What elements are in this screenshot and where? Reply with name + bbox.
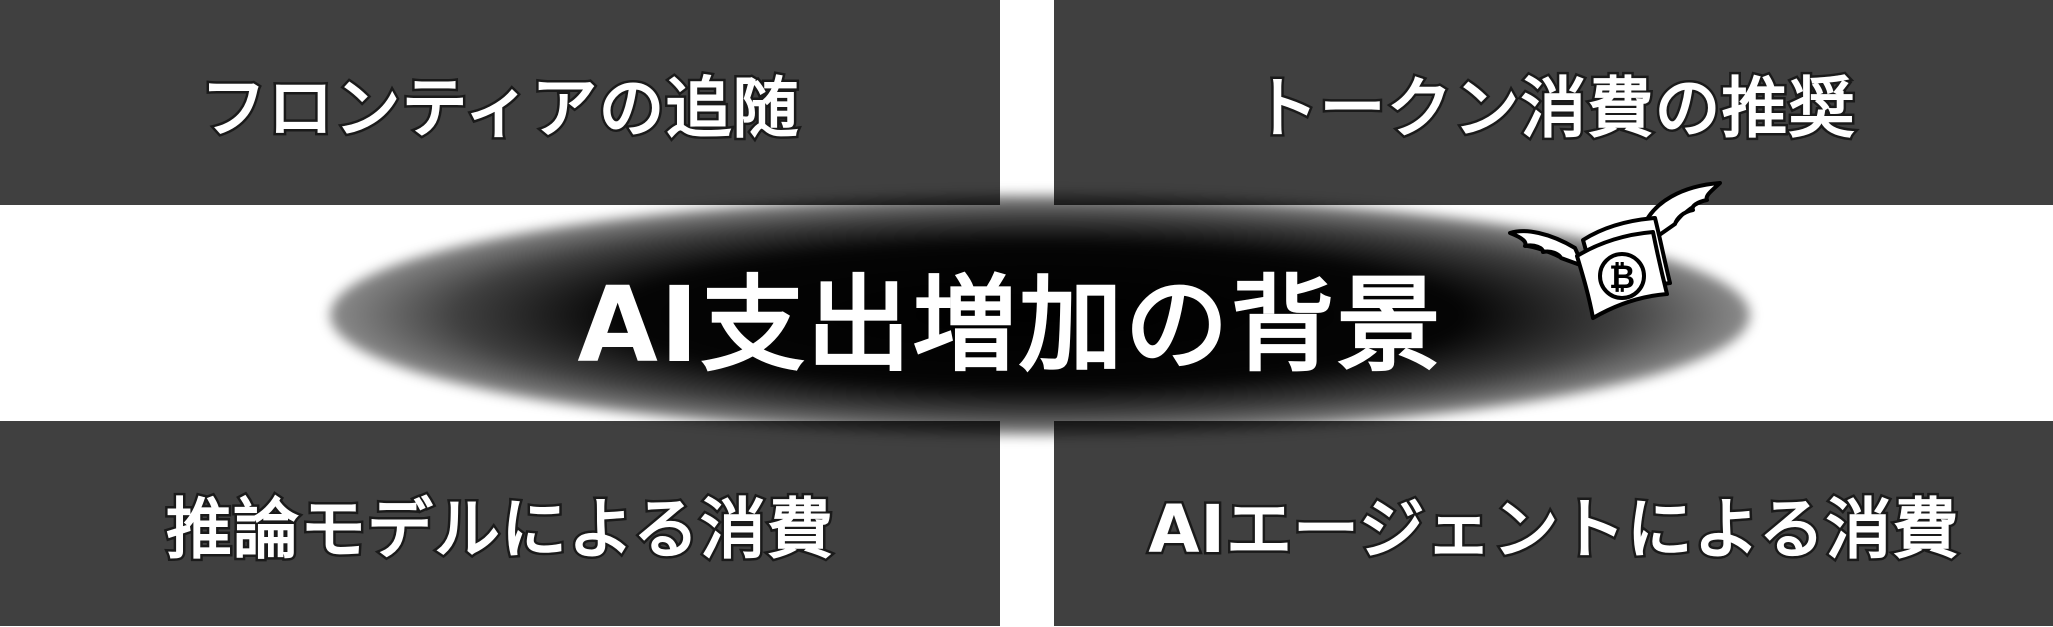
- bottom-left-box: 推論モデルによる消費: [0, 421, 1000, 626]
- svg-text:₿: ₿: [1609, 258, 1635, 296]
- flying-bitcoin-money-icon: ₿: [1508, 181, 1722, 320]
- top-left-box: フロンティアの追随: [0, 0, 1000, 205]
- bitcoin-coin: [1598, 252, 1646, 300]
- top-right-box: トークン消費の推奨: [1054, 0, 2053, 205]
- left-wing: [1508, 229, 1585, 268]
- top-right-label: トークン消費の推奨: [1250, 67, 1857, 149]
- bottom-left-label: 推論モデルによる消費: [163, 488, 835, 570]
- center-title: AI支出増加の背景: [577, 263, 1443, 386]
- bottom-right-label: AIエージェントによる消費: [1146, 488, 1961, 570]
- bottom-right-box: AIエージェントによる消費: [1054, 421, 2053, 626]
- top-left-label: フロンティアの追随: [198, 67, 801, 149]
